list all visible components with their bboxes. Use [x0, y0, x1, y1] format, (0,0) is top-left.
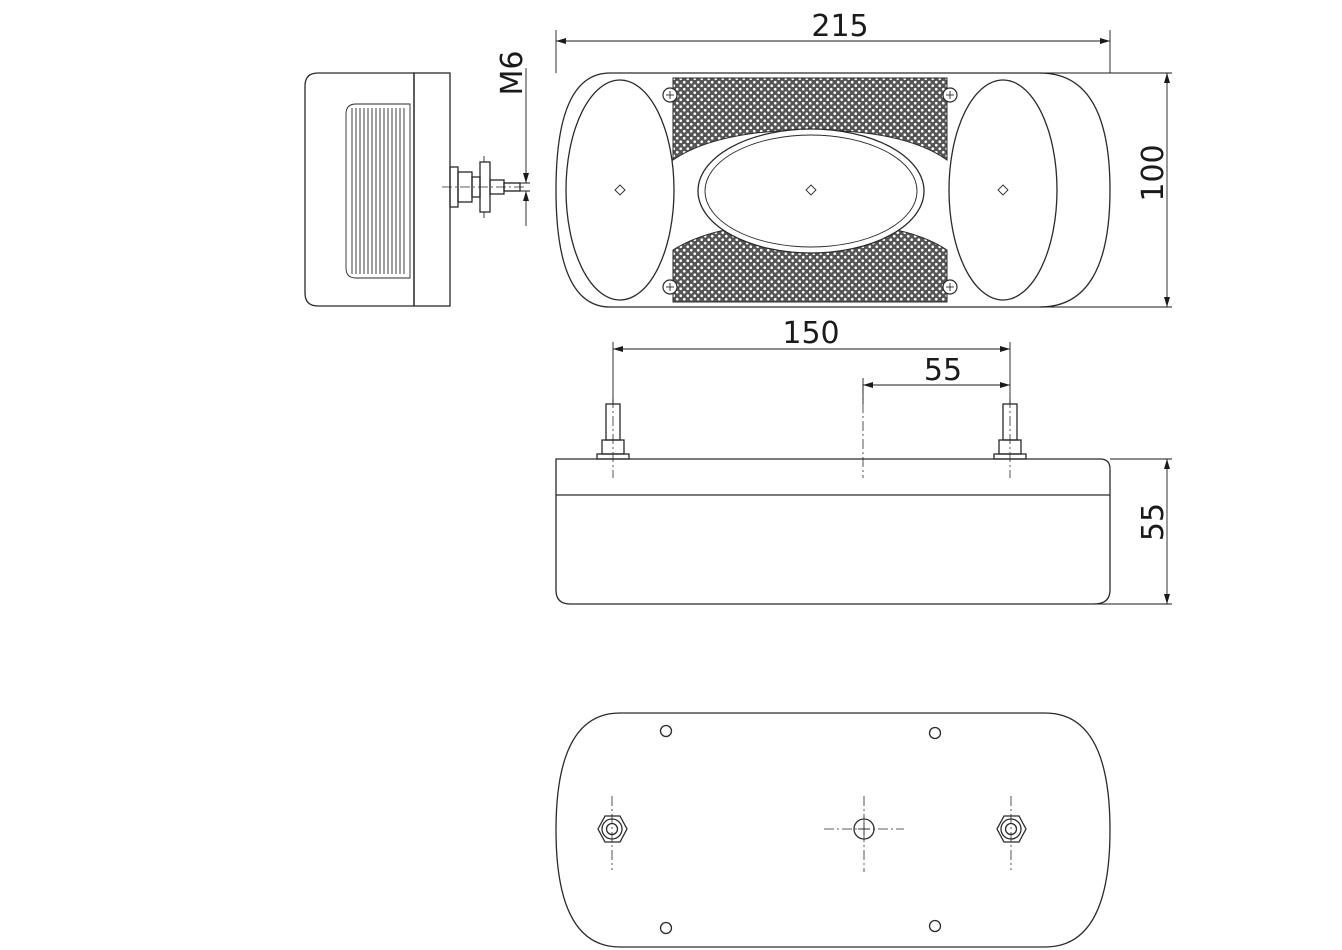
dimension-height: 100 — [1040, 72, 1172, 308]
front-view: 215 100 — [555, 9, 1172, 308]
dimension-width: 215 — [555, 9, 1111, 73]
dimension-m6: M6 — [495, 51, 530, 226]
dim-label-width: 215 — [811, 9, 868, 44]
bolt-left — [596, 398, 630, 478]
rear-bolt-left — [597, 796, 628, 870]
dimension-bolt-spacing: 150 — [612, 316, 1011, 404]
screws — [662, 87, 958, 295]
side-view: M6 — [304, 51, 530, 307]
top-view: 150 55 55 — [555, 316, 1172, 605]
dimension-depth: 55 — [1094, 458, 1172, 605]
mounting-holes — [659, 724, 942, 935]
dim-label-bolt-spacing: 150 — [782, 316, 839, 351]
lens-ribs — [351, 108, 405, 274]
bolt-right — [993, 398, 1027, 478]
dimension-offset: 55 — [862, 353, 1010, 404]
dim-label-depth: 55 — [1136, 503, 1171, 541]
rear-bolt-right — [996, 796, 1027, 870]
dim-label-thread: M6 — [495, 51, 530, 96]
rear-cable-entry — [824, 796, 904, 872]
side-connector — [442, 156, 526, 218]
dim-label-height: 100 — [1136, 144, 1171, 201]
rear-view — [555, 712, 1111, 948]
dim-label-offset: 55 — [924, 353, 962, 388]
left-lens — [565, 79, 675, 301]
right-lens — [948, 79, 1058, 301]
